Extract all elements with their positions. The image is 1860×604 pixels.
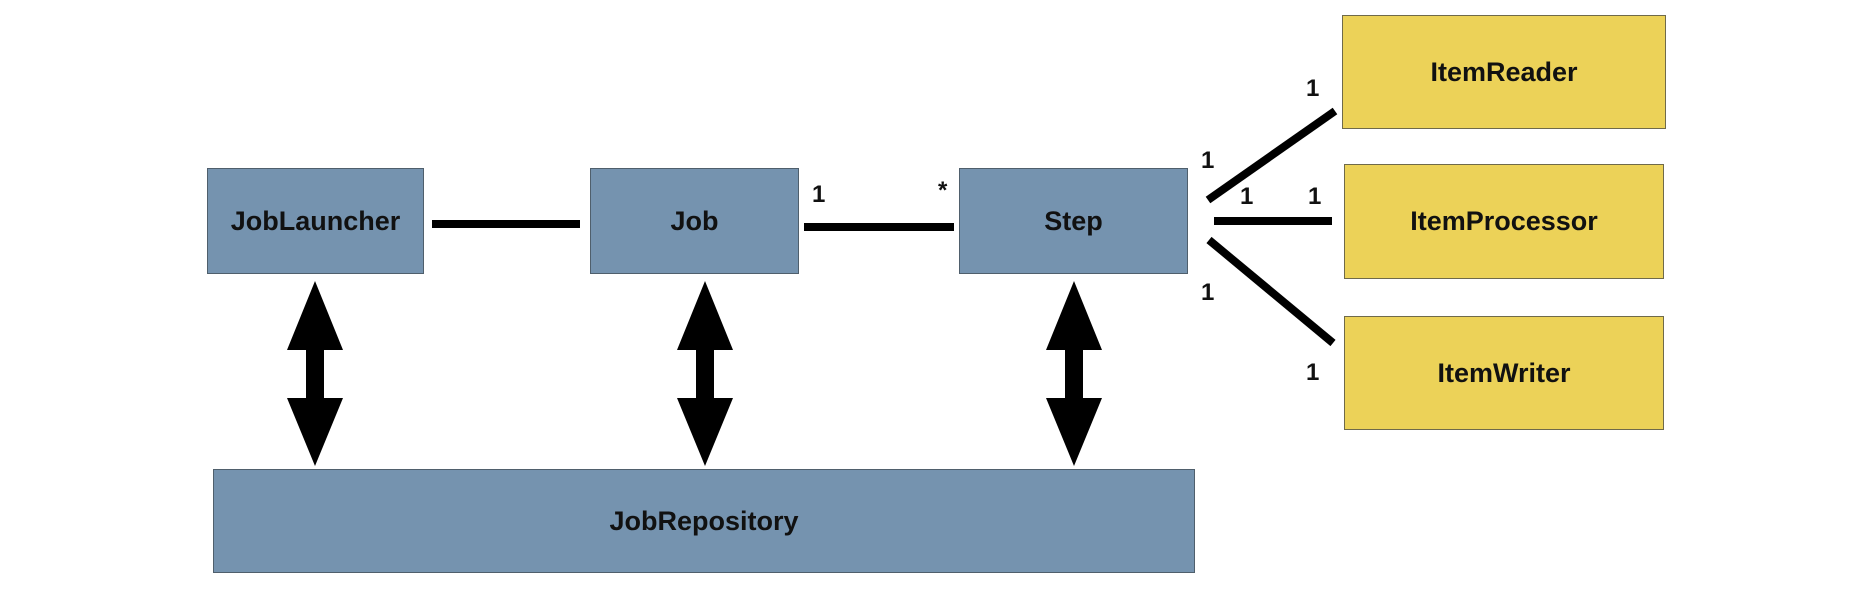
job-repository-arrow: [677, 281, 733, 466]
multiplicity-step-reader: 1: [1201, 147, 1214, 174]
item-reader-label: ItemReader: [1430, 56, 1578, 87]
multiplicity-reader-end: 1: [1306, 75, 1319, 102]
step-reader-connector: [1205, 107, 1338, 204]
step-label: Step: [1044, 205, 1103, 236]
step-repository-arrow: [1046, 281, 1102, 466]
job-repository-box: JobRepository: [213, 469, 1195, 573]
item-reader-box: ItemReader: [1342, 15, 1666, 129]
job-repository-label: JobRepository: [609, 505, 799, 536]
multiplicity-step-writer: 1: [1201, 279, 1214, 306]
multiplicity-job-end: 1: [812, 181, 825, 208]
multiplicity-step-end: *: [938, 177, 948, 204]
multiplicity-step-processor-left: 1: [1240, 183, 1253, 210]
multiplicity-writer-end: 1: [1306, 359, 1319, 386]
job-launcher-label: JobLauncher: [230, 205, 401, 236]
multiplicity-step-processor-mid: 1: [1308, 183, 1321, 210]
item-writer-box: ItemWriter: [1344, 316, 1664, 430]
job-launcher-box: JobLauncher: [207, 168, 424, 274]
step-box: Step: [959, 168, 1188, 274]
item-processor-label: ItemProcessor: [1410, 206, 1598, 236]
item-writer-label: ItemWriter: [1437, 357, 1571, 388]
job-label: Job: [670, 205, 719, 236]
launcher-repository-arrow: [287, 281, 343, 466]
step-writer-connector: [1206, 236, 1336, 347]
item-processor-box: ItemProcessor: [1344, 164, 1664, 279]
job-box: Job: [590, 168, 799, 274]
